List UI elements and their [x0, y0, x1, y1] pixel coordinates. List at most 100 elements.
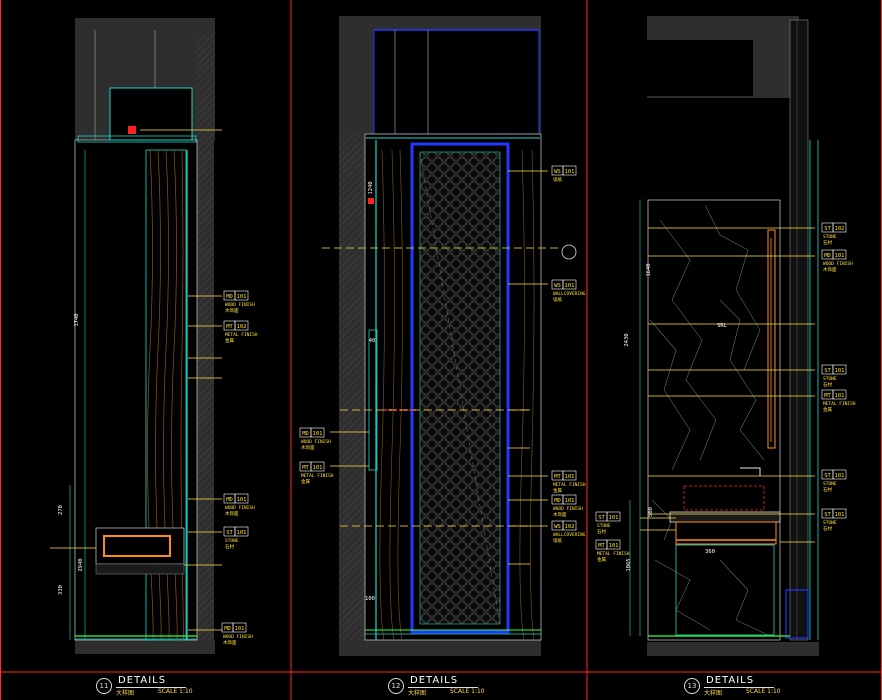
- material-tag-code: MD: [302, 431, 309, 437]
- material-tag-code: MT: [598, 543, 605, 549]
- detail-13-title-block: 13 DETAILS 大样图 SCALE 1:10: [684, 672, 834, 698]
- material-tag-desc: WALLCOVERING: [553, 291, 586, 297]
- dimension-label: 1240: [368, 181, 374, 194]
- material-tag-desc: STONE: [823, 481, 837, 487]
- material-tag-desc: 金属: [225, 337, 234, 344]
- detail-number-badge: 12: [388, 678, 404, 694]
- material-tag-number-box: [606, 539, 621, 550]
- material-tag-number: 101: [313, 465, 323, 471]
- material-tag-number: 101: [313, 431, 323, 437]
- material-tag-code: MT: [824, 393, 831, 399]
- material-tag-desc: 木饰面: [225, 307, 239, 314]
- material-tag-number: 102: [237, 324, 247, 330]
- material-tag-desc: 木饰面: [823, 266, 837, 273]
- material-tag-desc: METAL FINISH: [597, 551, 630, 557]
- material-tag-number-box: [562, 470, 577, 481]
- material-tag-code: WS: [554, 169, 561, 175]
- material-tag-desc: 石材: [823, 381, 832, 388]
- detail-number-badge: 13: [684, 678, 700, 694]
- material-tag-desc: WOOD FINISH: [225, 302, 255, 308]
- material-tag-code: MD: [554, 498, 561, 504]
- dimension-label: 1065: [626, 558, 632, 571]
- material-tag-number: 101: [237, 497, 247, 503]
- material-tag-desc: 木饰面: [553, 511, 567, 518]
- detail-title: DETAILS: [118, 675, 167, 686]
- material-tag-number: 101: [835, 253, 845, 259]
- dimension-label: SRL: [717, 323, 728, 329]
- material-tag-desc: METAL FINISH: [553, 482, 586, 488]
- detail-12-title-block: 12 DETAILS 大样图 SCALE 1:10: [388, 672, 538, 698]
- material-tag-number: 102: [835, 226, 845, 232]
- material-tag-number-box: [562, 279, 577, 290]
- material-tag-number-box: [606, 511, 621, 522]
- material-tag-desc: STONE: [823, 520, 837, 526]
- material-tag-number: 101: [609, 515, 619, 521]
- material-tag-desc: 木饰面: [225, 510, 239, 517]
- detail-subtitle: 大样图: [704, 690, 723, 697]
- material-tag-number: 101: [609, 543, 619, 549]
- material-tag-desc: STONE: [823, 234, 837, 240]
- material-tag-desc: WOOD FINISH: [225, 505, 255, 511]
- material-tag-number-box: [562, 520, 577, 531]
- detail-scale: SCALE 1:10: [158, 688, 193, 695]
- material-tag-number: 101: [835, 473, 845, 479]
- detail-13-drawing: [629, 16, 819, 656]
- material-tag-desc: STONE: [823, 376, 837, 382]
- detail-11-title-block: 11 DETAILS 大样图 SCALE 1:10: [96, 672, 246, 698]
- material-tag-desc: 金属: [823, 406, 832, 413]
- material-tag-number-box: [832, 469, 847, 480]
- material-tag-number: 101: [565, 474, 575, 480]
- material-tag-number-box: [234, 320, 249, 331]
- material-tag-desc: 石材: [823, 525, 832, 532]
- material-tag-number: 101: [237, 530, 247, 536]
- material-tag-desc: WOOD FINISH: [223, 634, 253, 640]
- material-tag-number: 101: [565, 498, 575, 504]
- material-tag-number-box: [310, 461, 325, 472]
- material-tag-desc: WOOD FINISH: [301, 439, 331, 445]
- material-tag-number: 101: [835, 393, 845, 399]
- material-tag-code: MT: [554, 474, 561, 480]
- material-tag-code: ST: [226, 530, 233, 536]
- material-tag-desc: 石材: [597, 528, 606, 535]
- material-tag-desc: 墙纸: [553, 537, 562, 544]
- title-underline: [408, 687, 478, 688]
- dimension-label: 1640: [646, 263, 652, 276]
- material-tag-number: 102: [565, 524, 575, 530]
- material-tag-number: 101: [237, 294, 247, 300]
- material-tag-number: 101: [835, 512, 845, 518]
- detail-subtitle: 大样图: [116, 690, 135, 697]
- material-tag-desc: 墙纸: [553, 176, 562, 183]
- material-tag-number-box: [234, 290, 249, 301]
- material-tag-number-box: [310, 427, 325, 438]
- detail-scale: SCALE 1:10: [746, 688, 781, 695]
- dimension-label: 330: [58, 585, 64, 595]
- detail-number-badge: 11: [96, 678, 112, 694]
- material-tag-code: ST: [824, 512, 831, 518]
- material-tag-number-box: [232, 622, 247, 633]
- material-tag-code: MD: [226, 497, 233, 503]
- detail-subtitle: 大样图: [408, 690, 427, 697]
- material-tag-number-box: [832, 508, 847, 519]
- section-callout-icon: [561, 244, 577, 260]
- material-tag-desc: 石材: [225, 543, 234, 550]
- detail-title: DETAILS: [706, 675, 755, 686]
- material-tag-code: MD: [226, 294, 233, 300]
- detail-12-drawing: [322, 16, 577, 656]
- title-underline: [704, 687, 774, 688]
- detail-title: DETAILS: [410, 675, 459, 686]
- material-tag-number-box: [832, 364, 847, 375]
- dimension-label: 2940: [78, 558, 84, 571]
- material-tag-code: ST: [598, 515, 605, 521]
